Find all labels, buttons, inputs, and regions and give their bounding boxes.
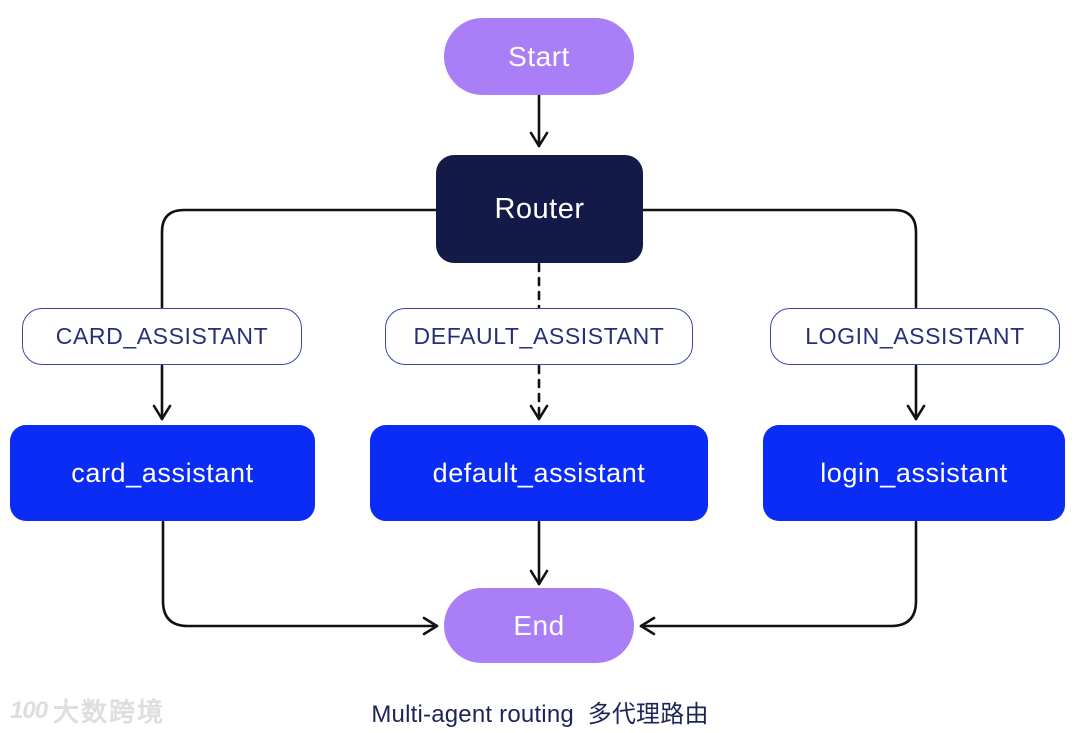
edge-label-card-assistant[interactable]: CARD_ASSISTANT — [22, 308, 302, 365]
node-login-assistant-label: login_assistant — [820, 457, 1008, 488]
node-default-assistant[interactable]: default_assistant — [370, 425, 708, 521]
node-start[interactable]: Start — [444, 18, 634, 95]
edge-label-login-text: LOGIN_ASSISTANT — [805, 323, 1025, 349]
edge-label-card-text: CARD_ASSISTANT — [55, 323, 269, 349]
node-card-assistant[interactable]: card_assistant — [10, 425, 315, 521]
node-card-assistant-label: card_assistant — [71, 457, 254, 488]
diagram-caption: Multi-agent routing 多代理路由 — [371, 701, 709, 728]
edge-label-login-assistant[interactable]: LOGIN_ASSISTANT — [770, 308, 1060, 365]
edge-router-login-label — [641, 208, 918, 309]
watermark-logo-icon: 100 — [10, 696, 48, 724]
node-default-assistant-label: default_assistant — [432, 457, 646, 488]
node-router-label: Router — [494, 192, 585, 225]
node-end[interactable]: End — [444, 588, 634, 663]
watermark: 100 大数跨境 — [10, 692, 165, 729]
edge-card-agent-end — [161, 520, 439, 636]
node-login-assistant[interactable]: login_assistant — [763, 425, 1065, 521]
node-router[interactable]: Router — [436, 155, 643, 263]
edge-login-agent-end — [639, 520, 918, 636]
watermark-text: 大数跨境 — [53, 697, 166, 727]
edge-label-default-text: DEFAULT_ASSISTANT — [413, 323, 665, 349]
node-end-label: End — [513, 609, 565, 641]
edge-label-default-assistant[interactable]: DEFAULT_ASSISTANT — [385, 308, 693, 365]
node-start-label: Start — [508, 40, 570, 72]
edge-router-card-label — [160, 208, 438, 309]
